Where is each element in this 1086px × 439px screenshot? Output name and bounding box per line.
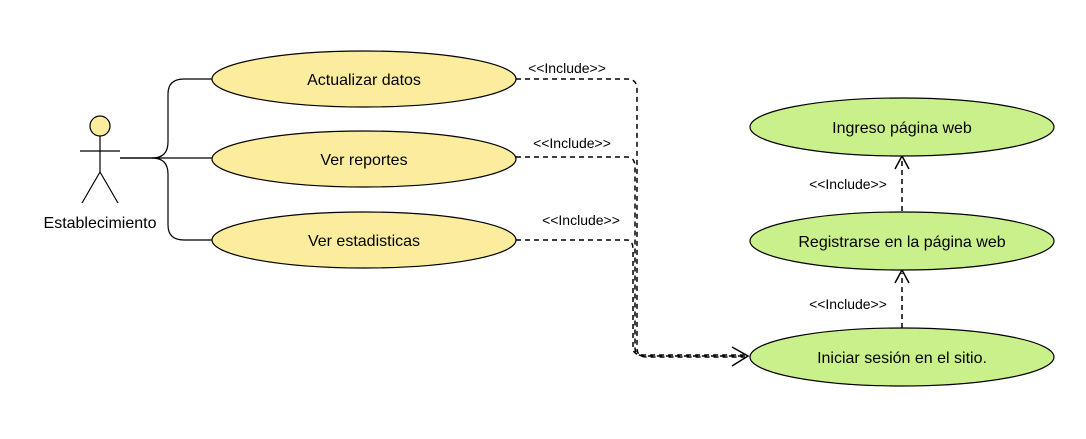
actor-establecimiento: Establecimiento [44,115,157,232]
include-line-estadisticas [516,239,745,356]
use-case-ingreso-label: Ingreso página web [832,120,972,137]
use-case-ingreso: Ingreso página web [749,97,1055,157]
include-label-registrarse-ingreso: <<Include>> [809,176,887,192]
actor-associations [120,78,212,241]
use-case-iniciar-label: Iniciar sesión en el sitio. [817,350,987,367]
use-case-reportes-shape [211,130,517,188]
include-label-actualizar: <<Include>> [528,60,606,76]
use-case-estadisticas: Ver estadisticas [211,211,517,269]
use-case-registrarse: Registrarse en la página web [749,211,1055,271]
use-case-actualizar: Actualizar datos [211,50,517,108]
use-case-estadisticas-label: Ver estadisticas [308,233,420,250]
include-arrowhead-iniciar [731,346,750,367]
use-case-ingreso-shape [749,97,1055,157]
use-case-actualizar-label: Actualizar datos [307,72,421,89]
actor-name: Establecimiento [44,215,157,232]
actor-head [89,115,111,137]
association-actualizar [120,78,212,159]
use-case-registrarse-label: Registrarse en la página web [798,234,1005,251]
use-case-reportes: Ver reportes [211,130,517,188]
use-case-iniciar: Iniciar sesión en el sitio. [749,327,1055,387]
actor-left-leg [81,171,101,204]
use-case-iniciar-shape [749,327,1055,387]
use-case-reportes-label: Ver reportes [320,152,407,169]
actor-right-leg [99,171,119,204]
include-label-iniciar-registrarse: <<Include>> [809,296,887,312]
association-estadisticas [151,157,212,241]
use-case-actualizar-shape [211,50,517,108]
use-case-estadisticas-shape [211,211,517,269]
include-label-reportes: <<Include>> [533,135,611,151]
use-case-registrarse-shape [749,211,1055,271]
include-line-reportes [516,156,745,357]
include-label-estadisticas: <<Include>> [542,212,620,228]
